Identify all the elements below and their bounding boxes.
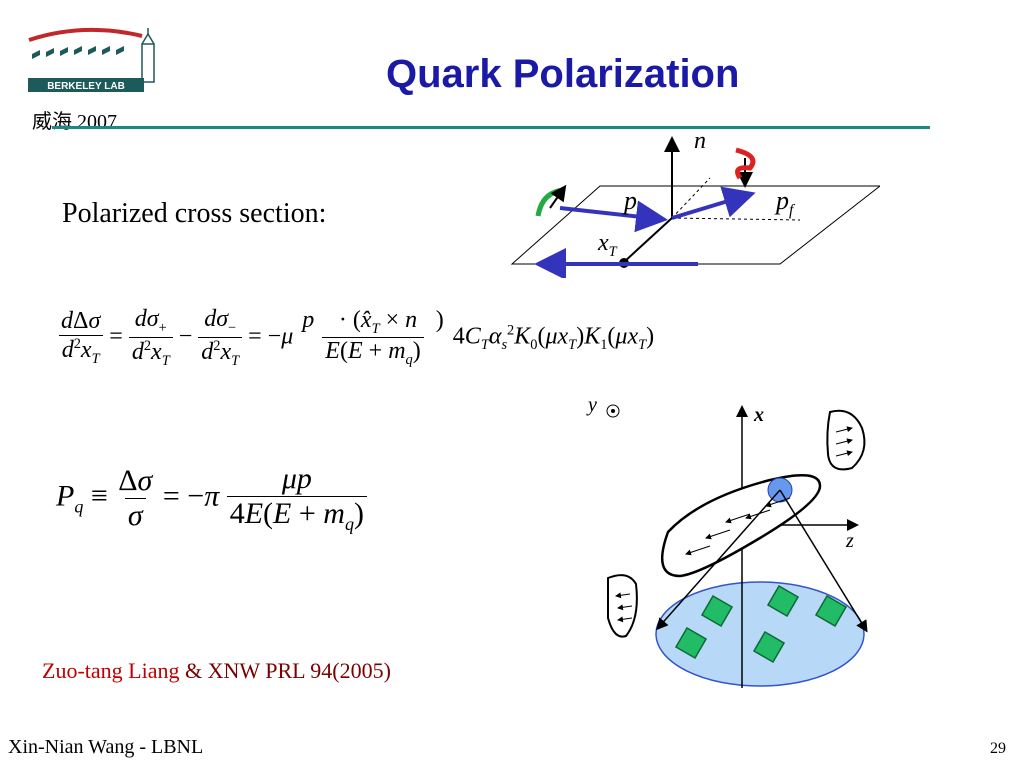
citation-author: Zuo-tang Liang	[42, 658, 180, 683]
page-title: Quark Polarization	[386, 52, 740, 96]
y-axis-label: y	[588, 394, 597, 416]
berkeley-lab-logo: BERKELEY LAB	[24, 22, 174, 102]
title-rule	[52, 126, 930, 129]
p-label: p	[624, 186, 637, 215]
n-label: n	[694, 128, 706, 154]
citation: Zuo-tang Liang & XNW PRL 94(2005)	[42, 658, 391, 684]
z-axis-label: z	[846, 530, 854, 552]
slide-subtitle: 威海 2007	[32, 111, 117, 133]
xT-label: xT	[598, 230, 617, 260]
citation-ref: & XNW PRL 94(2005)	[184, 658, 391, 683]
polarization-plane-diagram: n p pf xT	[500, 128, 882, 280]
footer-author: Xin-Nian Wang - LBNL	[8, 736, 204, 758]
page-number: 29	[990, 740, 1006, 757]
collision-geometry-diagram: y x z	[580, 394, 880, 698]
svg-text:BERKELEY LAB: BERKELEY LAB	[47, 81, 125, 92]
x-axis-label: x	[754, 404, 764, 426]
section-label: Polarized cross section:	[62, 198, 327, 229]
pf-label: pf	[776, 186, 794, 220]
